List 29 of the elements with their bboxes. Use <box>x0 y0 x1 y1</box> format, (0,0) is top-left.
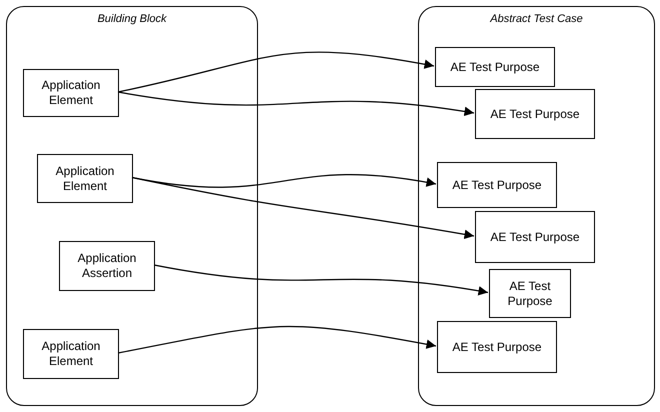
process-box <box>437 321 557 373</box>
process-box <box>37 154 133 203</box>
process-box <box>23 69 119 117</box>
process-box <box>23 329 119 379</box>
box-label: AE Test Purpose <box>490 106 580 122</box>
process-box <box>475 211 595 263</box>
box-label: Application Element <box>40 339 102 369</box>
box-label: AE Test Purpose <box>452 340 542 354</box>
process-box <box>59 241 155 291</box>
arrow <box>118 326 436 354</box>
box-label: AE Test Purpose <box>506 278 554 308</box>
arrow <box>154 264 488 296</box>
arrow <box>118 91 474 116</box>
box-label: AE Test Purpose <box>490 230 580 244</box>
box-label: Application Assertion <box>76 251 138 281</box>
process-box <box>475 89 595 139</box>
box-label: Application Element <box>54 164 116 194</box>
group-panel <box>6 6 258 406</box>
box-label: Application Element <box>40 78 102 108</box>
group-title: Building Block <box>96 12 168 27</box>
process-box <box>437 162 557 208</box>
process-box <box>489 269 571 318</box>
box-label: AE Test Purpose <box>450 60 540 74</box>
arrow <box>132 176 474 240</box>
arrow <box>118 52 434 93</box>
group-title: Abstract Test Case <box>488 12 584 27</box>
group-panel <box>418 6 655 406</box>
process-box <box>435 47 555 87</box>
box-label: AE Test Purpose <box>452 178 542 192</box>
